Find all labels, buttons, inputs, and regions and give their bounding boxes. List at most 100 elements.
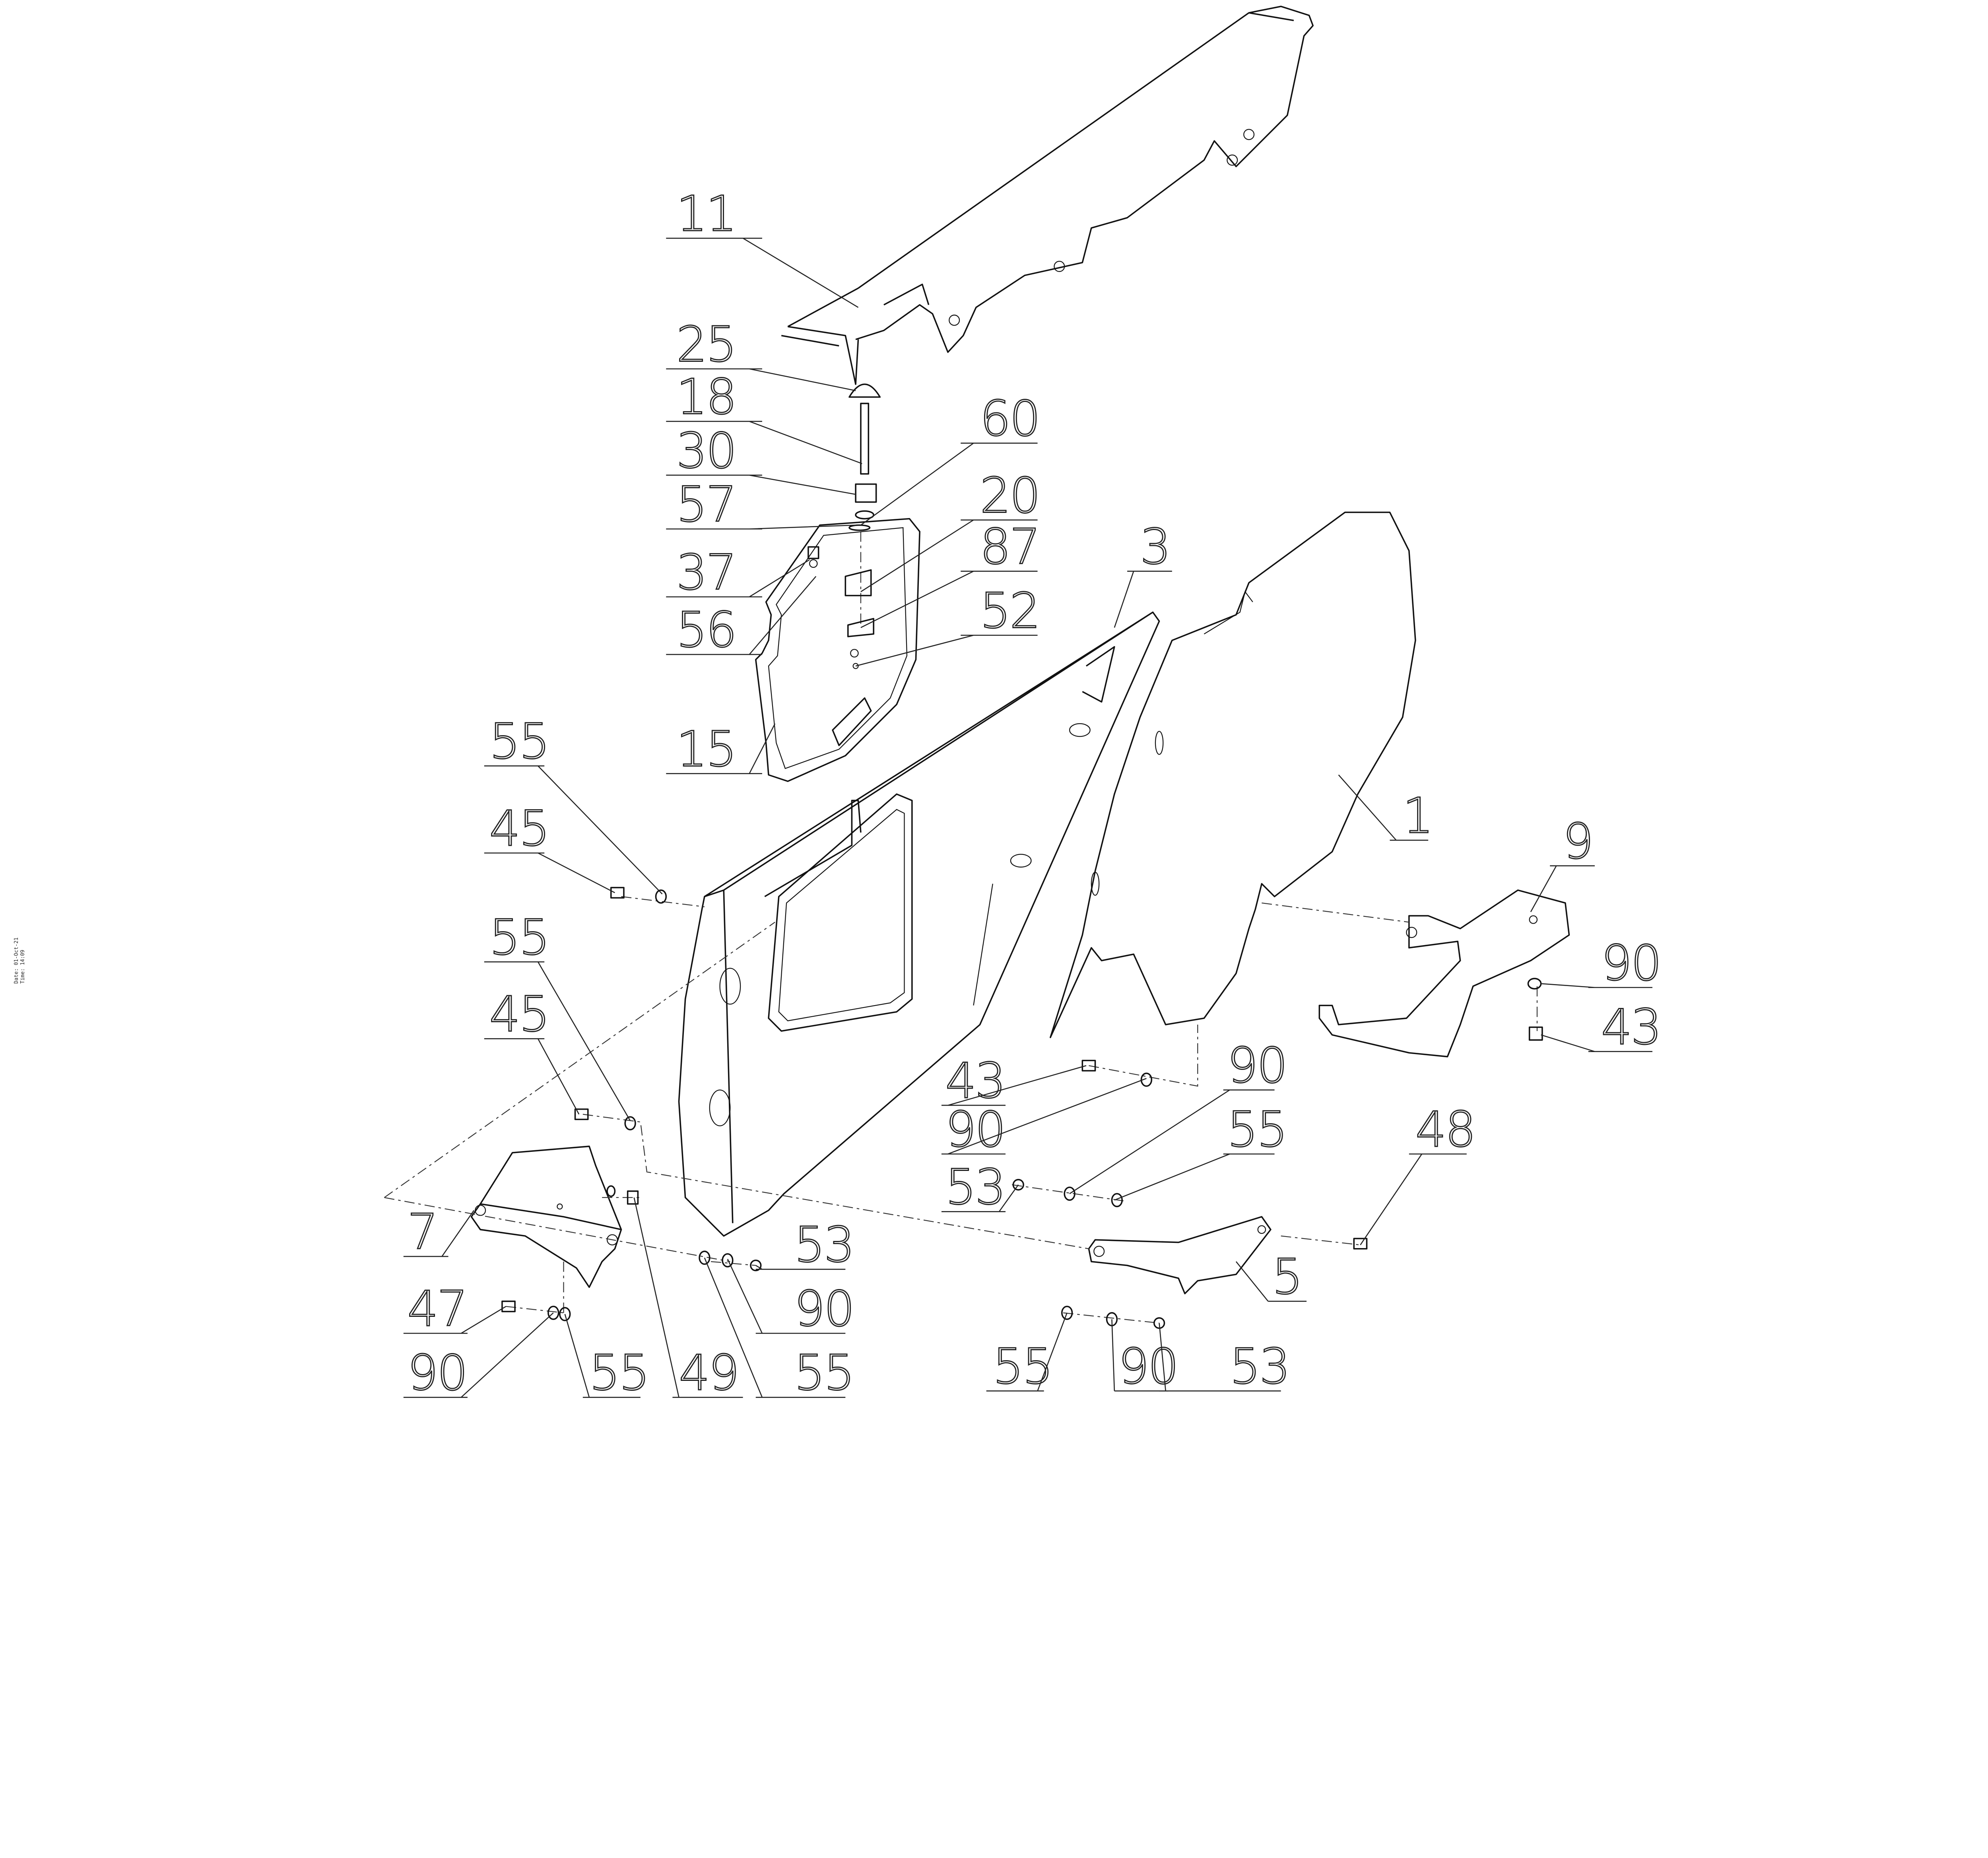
callout-number: 20	[980, 467, 1039, 524]
parts-diagram: Date: 01-Oct-21 Time: 14:09	[14, 6, 1663, 1402]
leader-line	[666, 368, 856, 391]
callout-number: 9	[1563, 813, 1592, 870]
leader-line	[986, 1312, 1068, 1392]
leader-line	[860, 571, 1038, 628]
leader-line	[403, 1306, 507, 1334]
leader-line	[1338, 775, 1429, 841]
leader-line	[666, 559, 810, 598]
callout-5: 5	[1235, 1248, 1307, 1306]
callout-number: 90	[407, 1344, 466, 1401]
exploded-view-drawing: Date: 01-Oct-21 Time: 14:09	[14, 6, 1662, 1402]
callout-number: 60	[980, 390, 1039, 447]
leader-line	[666, 421, 862, 464]
part-9-bracket	[1318, 889, 1570, 1058]
callout-37: 37	[666, 543, 810, 601]
part-5-bracket	[1088, 1216, 1272, 1295]
callout-90: 90	[941, 1078, 1147, 1159]
fasteners	[501, 546, 1543, 1329]
leader-line	[666, 524, 856, 530]
callout-49: 49	[633, 1197, 743, 1402]
callout-number: 5	[1272, 1248, 1302, 1305]
callout-number: 52	[980, 582, 1039, 639]
callout-number: 90	[1601, 934, 1660, 991]
leader-line	[941, 1065, 1087, 1106]
leader-line	[1235, 1261, 1307, 1302]
callout-18: 18	[666, 368, 862, 464]
callout-55: 55	[484, 713, 663, 895]
callout-number: 53	[794, 1216, 853, 1273]
callout-number: 47	[407, 1280, 466, 1337]
callout-11: 11	[666, 184, 859, 308]
callout-90: 90	[727, 1258, 855, 1338]
leader-line	[633, 1197, 743, 1398]
leader-line	[1114, 1153, 1275, 1201]
callout-9: 9	[1530, 812, 1595, 912]
callout-53: 53	[755, 1216, 855, 1274]
date-stamp: Date: 01-Oct-21	[14, 938, 19, 984]
leader-line	[484, 1038, 580, 1115]
leader-line	[564, 1314, 641, 1398]
leader-line	[484, 852, 615, 893]
callout-55: 55	[986, 1312, 1068, 1395]
leader-line	[1114, 571, 1172, 628]
callout-43: 43	[1541, 998, 1662, 1056]
callout-48: 48	[1360, 1101, 1477, 1245]
date-time-stamp: Date: 01-Oct-21 Time: 14:09	[14, 938, 26, 984]
part-7-bracket	[470, 1145, 622, 1288]
callout-number: 90	[794, 1280, 853, 1337]
callout-3: 3	[1114, 518, 1172, 628]
callout-90: 90	[1111, 1319, 1180, 1395]
leader-line	[704, 1257, 846, 1398]
callout-number: 90	[1227, 1037, 1286, 1094]
callout-52: 52	[855, 582, 1041, 667]
callout-53: 53	[941, 1158, 1019, 1216]
callout-number: 45	[489, 800, 549, 857]
callout-number: 55	[993, 1338, 1052, 1395]
leader-line	[484, 961, 631, 1121]
callout-87: 87	[860, 518, 1041, 628]
callout-55: 55	[704, 1257, 855, 1402]
callout-55: 55	[484, 908, 631, 1121]
callout-30: 30	[666, 421, 856, 495]
time-stamp: Time: 14:09	[20, 950, 26, 984]
leader-line	[1159, 1323, 1281, 1392]
leader-line	[403, 1210, 475, 1257]
leader-line	[941, 1184, 1019, 1212]
leader-line	[403, 1312, 554, 1398]
callout-number: 55	[794, 1344, 853, 1401]
callout-number: 30	[676, 422, 736, 479]
callout-60: 60	[860, 390, 1041, 526]
part-1-large-guard	[1049, 511, 1416, 1039]
callout-55: 55	[564, 1314, 650, 1402]
callout-number: 53	[1230, 1338, 1289, 1395]
callout-number: 90	[1118, 1338, 1178, 1395]
callout-47: 47	[403, 1280, 507, 1338]
callout-57: 57	[666, 476, 856, 534]
leader-line	[1541, 1034, 1652, 1052]
callout-number: 7	[407, 1204, 437, 1260]
callout-number: 25	[676, 316, 736, 373]
callout-number: 55	[489, 909, 549, 966]
leader-line	[1530, 865, 1595, 912]
callout-number: 55	[489, 713, 549, 770]
callout-90: 90	[1069, 1037, 1288, 1194]
callout-53: 53	[1159, 1323, 1291, 1395]
callout-55: 55	[1114, 1101, 1288, 1201]
callout-number: 45	[489, 986, 549, 1043]
leader-line	[666, 237, 859, 308]
callout-number: 43	[1601, 998, 1660, 1055]
callout-20: 20	[860, 466, 1041, 592]
part-15-door	[755, 518, 920, 782]
callout-25: 25	[666, 315, 856, 391]
callout-number: 37	[676, 544, 736, 601]
leader-line	[1360, 1153, 1467, 1245]
callout-1: 1	[1338, 775, 1434, 845]
leader-line	[666, 723, 776, 774]
assembly-lines	[384, 896, 1538, 1324]
callout-number: 18	[676, 368, 736, 425]
callout-90: 90	[403, 1312, 554, 1402]
callout-number: 43	[945, 1052, 1005, 1109]
callout-number: 3	[1140, 518, 1170, 575]
callout-number: 11	[676, 185, 736, 242]
